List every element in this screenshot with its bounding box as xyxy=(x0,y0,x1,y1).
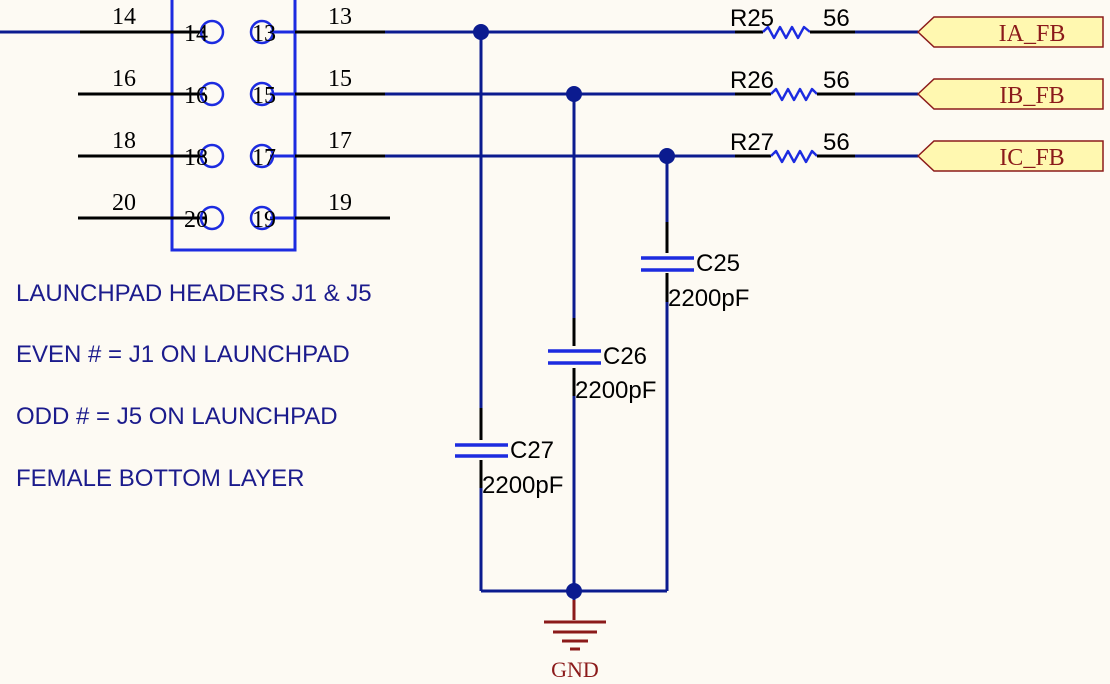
junction-gnd xyxy=(566,583,582,599)
pin-label-20: 20 xyxy=(112,190,136,216)
c26-ref: C26 xyxy=(603,343,647,370)
pin-label-17: 17 xyxy=(328,128,352,154)
port-ia-fb: IA_FB xyxy=(916,16,1104,48)
ground-symbol: GND xyxy=(544,600,606,682)
r27-value: 56 xyxy=(823,129,850,156)
c27-ref: C27 xyxy=(510,437,554,464)
c26-value: 2200pF xyxy=(575,377,656,404)
r25-zigzag xyxy=(762,25,811,40)
pin-inner-14: 14 xyxy=(184,21,208,47)
port-ic-fb: IC_FB xyxy=(916,140,1104,172)
r27-ref: R27 xyxy=(730,129,774,156)
c25-ref: C25 xyxy=(696,250,740,277)
nets xyxy=(385,24,735,602)
pin-inner-19: 19 xyxy=(252,207,276,233)
pin-inner-17: 17 xyxy=(252,145,276,171)
note-even-pins: EVEN # = J1 ON LAUNCHPAD xyxy=(16,341,350,368)
header-body xyxy=(170,0,297,252)
r25-value: 56 xyxy=(823,5,850,32)
c27-value: 2200pF xyxy=(482,472,563,499)
port-ic-shape xyxy=(916,140,1104,172)
pin-14-circle xyxy=(199,19,225,45)
junction-ic xyxy=(659,148,675,164)
note-launchpad-headers: LAUNCHPAD HEADERS J1 & J5 xyxy=(16,280,372,307)
pin-inner-16: 16 xyxy=(184,83,208,109)
pin-inner-13: 13 xyxy=(252,21,276,47)
pin-inner-20: 20 xyxy=(184,207,208,233)
pin-18-circle xyxy=(199,143,225,169)
junction-ib xyxy=(566,86,582,102)
junction-ia xyxy=(473,24,489,40)
r26-value: 56 xyxy=(823,67,850,94)
pin-16-circle xyxy=(199,81,225,107)
port-ib-label: IB_FB xyxy=(999,83,1064,109)
r25-ref: R25 xyxy=(730,5,774,32)
r27-zigzag xyxy=(770,149,818,164)
note-female-bottom: FEMALE BOTTOM LAYER xyxy=(16,465,305,492)
pin-label-16: 16 xyxy=(112,66,136,92)
note-odd-pins: ODD # = J5 ON LAUNCHPAD xyxy=(16,403,338,430)
pin-label-13: 13 xyxy=(328,4,352,30)
port-ia-shape xyxy=(916,16,1104,48)
pin-inner-15: 15 xyxy=(252,83,276,109)
capacitor-c26: C26 2200pF xyxy=(548,343,656,404)
port-ib-shape xyxy=(916,78,1104,110)
pin-20-circle xyxy=(199,205,225,231)
capacitor-c27: C27 2200pF xyxy=(455,437,563,499)
port-ib-fb: IB_FB xyxy=(916,78,1104,110)
pin-label-18: 18 xyxy=(112,128,136,154)
resistor-r27: R27 56 xyxy=(730,129,855,164)
r26-zigzag xyxy=(770,87,818,102)
pin-inner-18: 18 xyxy=(184,145,208,171)
resistor-r25: R25 56 xyxy=(730,5,855,40)
capacitor-c25: C25 2200pF xyxy=(641,250,749,312)
gnd-label: GND xyxy=(551,657,599,682)
r26-ref: R26 xyxy=(730,67,774,94)
header-connector: 14 16 18 20 13 15 17 19 14 16 18 20 13 1… xyxy=(0,0,390,252)
port-ic-label: IC_FB xyxy=(999,145,1064,171)
c25-value: 2200pF xyxy=(668,285,749,312)
pin-label-15: 15 xyxy=(328,66,352,92)
resistor-r26: R26 56 xyxy=(730,67,855,102)
pin-label-14: 14 xyxy=(112,4,136,30)
pin-label-19: 19 xyxy=(328,190,352,216)
port-ia-label: IA_FB xyxy=(999,21,1066,47)
notes-block: LAUNCHPAD HEADERS J1 & J5 EVEN # = J1 ON… xyxy=(16,280,372,492)
